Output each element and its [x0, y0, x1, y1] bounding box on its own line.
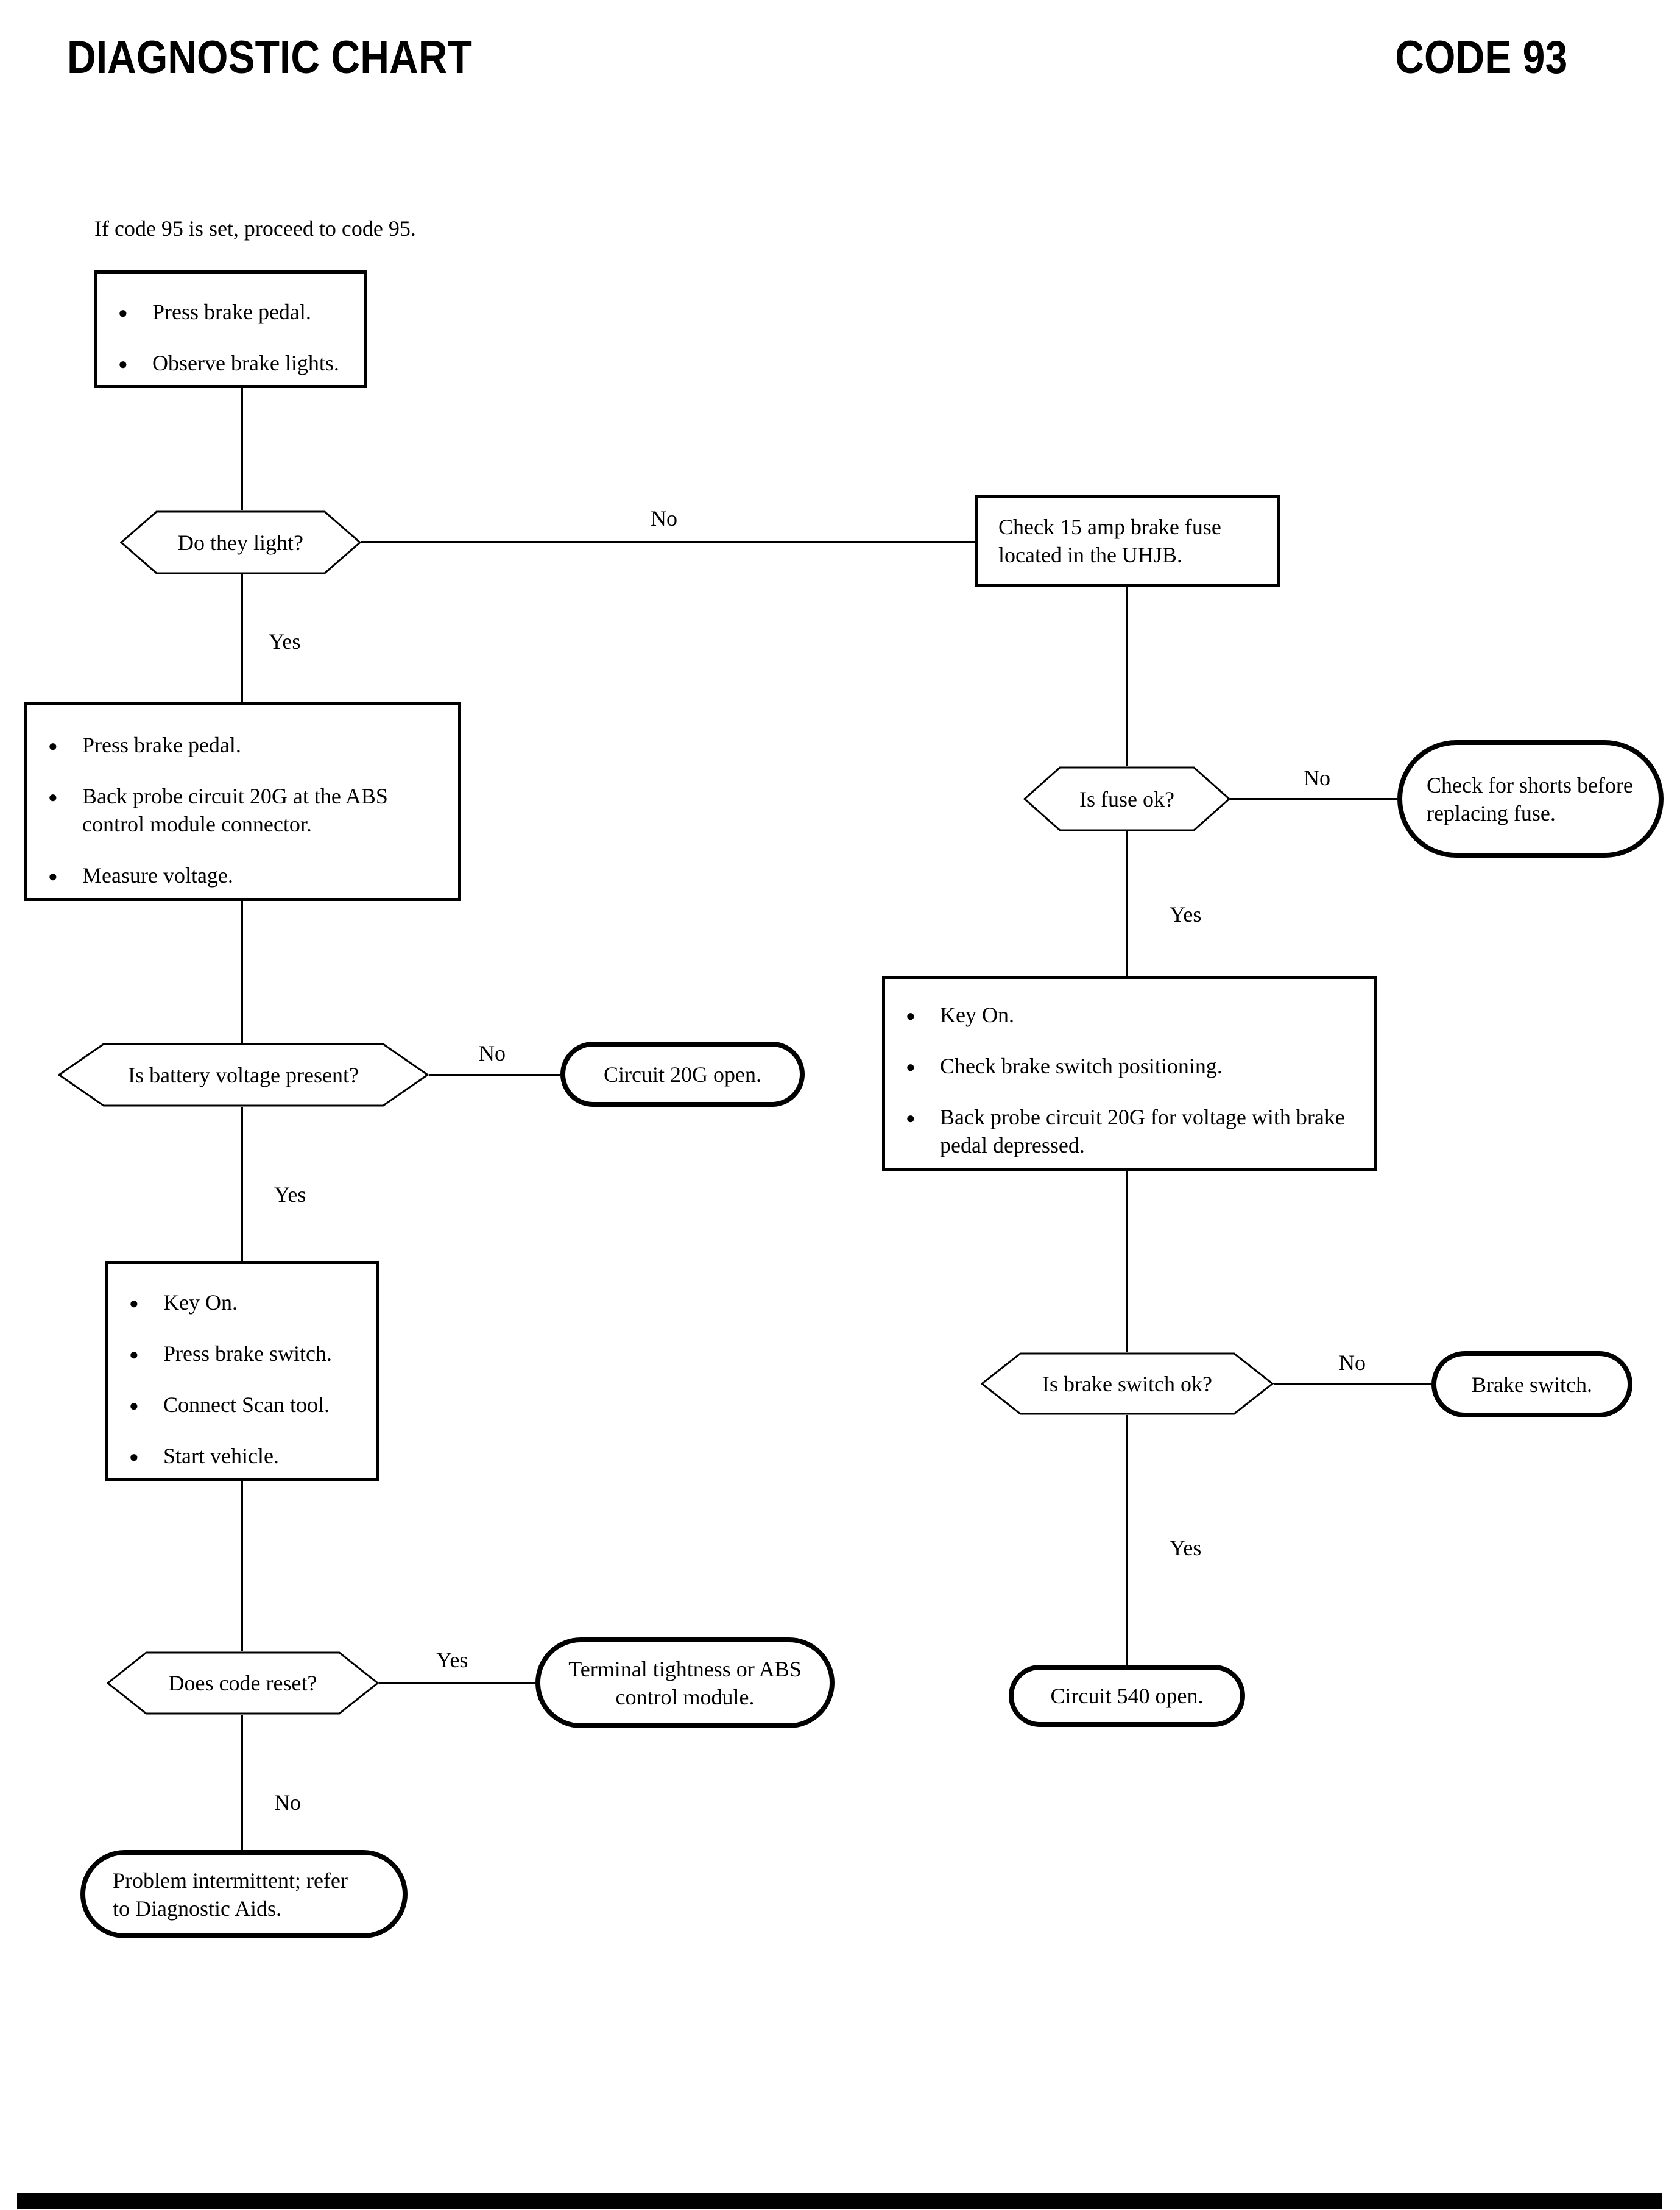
bullet-item: Back probe circuit 20G for voltage with …	[885, 1103, 1362, 1159]
process-box-back-probe: Press brake pedal. Back probe circuit 20…	[24, 702, 461, 901]
decision-label: Is fuse ok?	[1079, 786, 1174, 811]
connector-line	[241, 901, 243, 1043]
bullet-item: Start vehicle.	[108, 1442, 367, 1471]
connector-line	[241, 1107, 243, 1261]
bullet-item: Back probe circuit 20G at the ABS contro…	[27, 782, 443, 838]
connector-line	[1126, 587, 1128, 766]
hexagon-shape	[981, 1352, 1274, 1415]
terminal-text: Circuit 540 open.	[1050, 1684, 1204, 1708]
terminal-problem-intermittent: Problem intermittent; refer to Diagnosti…	[80, 1850, 408, 1938]
bullet-item: Press brake pedal.	[27, 731, 443, 760]
connector-line	[1126, 1415, 1128, 1665]
connector-line	[1126, 831, 1128, 976]
decision-is-fuse-ok: Is fuse ok?	[1023, 766, 1230, 831]
terminal-text: Circuit 20G open.	[604, 1062, 761, 1087]
connector-line	[1126, 1171, 1128, 1352]
code-number-text: CODE 93	[1395, 32, 1567, 83]
bullet-item: Check brake switch positioning.	[885, 1052, 1362, 1081]
hexagon-shape	[107, 1651, 379, 1715]
connector-line	[1274, 1383, 1431, 1385]
no-label: No	[651, 506, 677, 531]
process-box-check-fuse: Check 15 amp brake fuse located in the U…	[975, 495, 1280, 587]
process-box-press-pedal: Press brake pedal. Observe brake lights.	[94, 270, 367, 388]
connector-line	[241, 1481, 243, 1651]
no-label: No	[479, 1041, 506, 1065]
bullet-item: Observe brake lights.	[97, 349, 352, 378]
bullet-item: Connect Scan tool.	[108, 1391, 367, 1420]
hexagon-shape	[120, 510, 361, 574]
page-title: DIAGNOSTIC CHART	[67, 34, 532, 82]
bullet-item: Press brake pedal.	[97, 298, 352, 327]
process-box-key-on-left: Key On. Press brake switch. Connect Scan…	[105, 1261, 379, 1481]
bullet-item: Measure voltage.	[27, 861, 443, 891]
bullet-item: Key On.	[885, 1001, 1362, 1030]
bottom-rule	[17, 2193, 1662, 2209]
process-text: Check 15 amp brake fuse located in the U…	[998, 515, 1221, 567]
process-box-key-on-right: Key On. Check brake switch positioning. …	[882, 976, 1377, 1171]
yes-label: Yes	[436, 1648, 468, 1672]
intro-note: If code 95 is set, proceed to code 95.	[94, 216, 416, 241]
connector-line	[241, 1715, 243, 1850]
no-label: No	[274, 1790, 301, 1815]
terminal-text: Terminal tightness or ABS control module…	[568, 1656, 802, 1709]
terminal-check-for-shorts: Check for shorts before replacing fuse.	[1397, 740, 1664, 858]
decision-label: Is brake switch ok?	[1042, 1371, 1212, 1396]
connector-line	[379, 1682, 535, 1684]
connector-line	[1230, 798, 1397, 800]
terminal-circuit-20g-open: Circuit 20G open.	[560, 1042, 805, 1107]
hexagon-shape	[1023, 766, 1230, 831]
yes-label: Yes	[269, 629, 301, 654]
yes-label: Yes	[274, 1182, 306, 1207]
terminal-text: Check for shorts before replacing fuse.	[1427, 772, 1633, 825]
connector-line	[361, 541, 975, 543]
decision-label: Does code reset?	[168, 1671, 317, 1695]
decision-battery-voltage: Is battery voltage present?	[58, 1043, 429, 1107]
yes-label: Yes	[1170, 902, 1202, 927]
decision-do-they-light: Do they light?	[120, 510, 361, 574]
hexagon-shape	[58, 1043, 429, 1107]
decision-does-code-reset: Does code reset?	[107, 1651, 379, 1715]
terminal-brake-switch: Brake switch.	[1431, 1351, 1632, 1417]
yes-label: Yes	[1170, 1536, 1202, 1560]
terminal-tightness-abs: Terminal tightness or ABS control module…	[535, 1637, 835, 1728]
page-title-text: DIAGNOSTIC CHART	[67, 32, 472, 83]
decision-label: Is battery voltage present?	[128, 1062, 359, 1087]
connector-line	[241, 574, 243, 702]
connector-line	[429, 1074, 560, 1076]
bullet-item: Press brake switch.	[108, 1340, 367, 1369]
terminal-circuit-540-open: Circuit 540 open.	[1009, 1665, 1245, 1727]
no-label: No	[1304, 766, 1330, 790]
code-number: CODE 93	[1369, 34, 1567, 82]
terminal-text: Brake switch.	[1472, 1372, 1592, 1397]
decision-label: Do they light?	[178, 530, 303, 555]
terminal-text: Problem intermittent; refer to Diagnosti…	[113, 1868, 348, 1921]
connector-line	[241, 388, 243, 510]
no-label: No	[1339, 1350, 1366, 1375]
decision-is-brake-switch-ok: Is brake switch ok?	[981, 1352, 1274, 1415]
bullet-item: Key On.	[108, 1288, 367, 1318]
